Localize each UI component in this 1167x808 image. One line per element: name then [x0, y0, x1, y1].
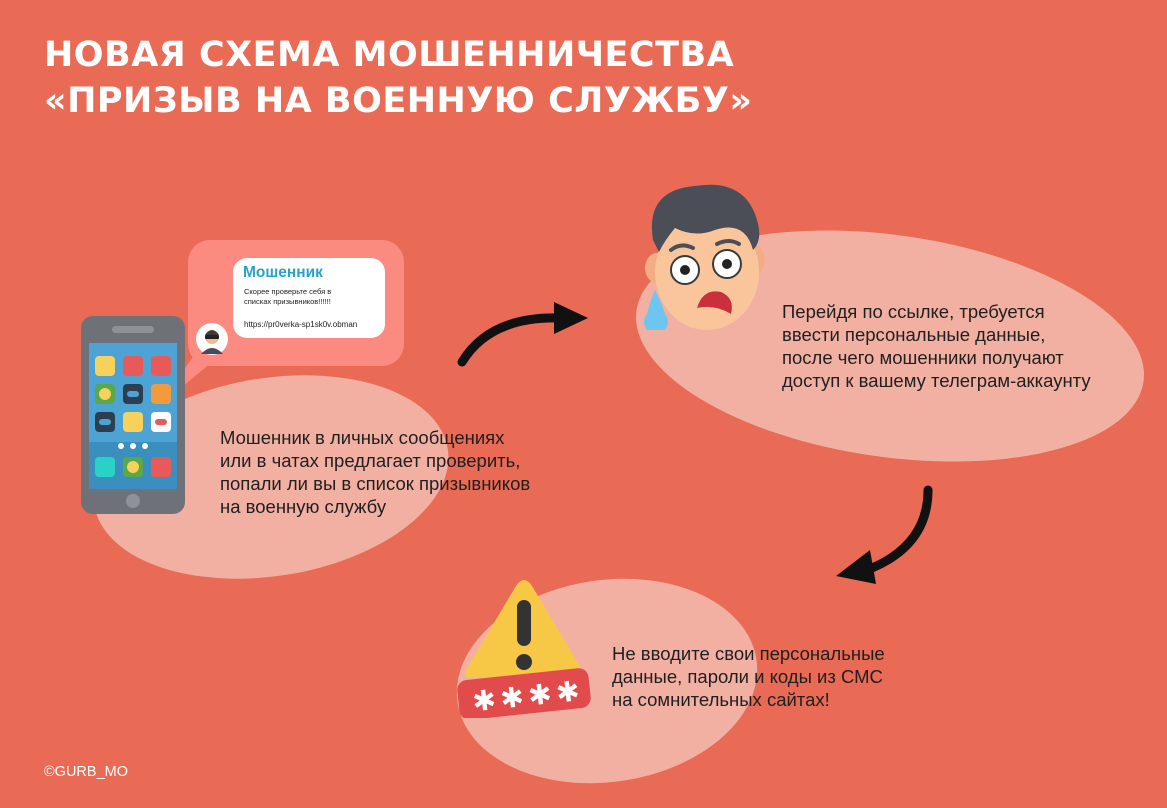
step2-line: Перейдя по ссылке, требуется	[782, 301, 1045, 322]
step2-line: после чего мошенники получают	[782, 347, 1064, 368]
step2-line: доступ к вашему телеграм-аккаунту	[782, 370, 1091, 391]
title-line-1: НОВАЯ СХЕМА МОШЕННИЧЕСТВА	[44, 35, 735, 75]
copyright: ©GURB_MO	[44, 764, 128, 780]
step3-line: на сомнительных сайтах!	[612, 689, 830, 710]
title-line-2: «ПРИЗЫВ НА ВОЕННУЮ СЛУЖБУ»	[44, 81, 753, 121]
step3-line: данные, пароли и коды из СМС	[612, 666, 883, 687]
step1-line: Мошенник в личных сообщениях	[220, 427, 505, 448]
svg-text:✱: ✱	[471, 683, 498, 718]
page-title: НОВАЯ СХЕМА МОШЕННИЧЕСТВА «ПРИЗЫВ НА ВОЕ…	[44, 32, 752, 124]
arrow-icon	[457, 302, 588, 367]
hacker-avatar-icon	[196, 323, 228, 355]
message-card	[233, 258, 385, 338]
password-field-icon: ✱ ✱ ✱ ✱	[457, 668, 591, 718]
step2-text: Перейдя по ссылке, требуется ввести перс…	[782, 300, 1091, 392]
step1-text: Мошенник в личных сообщениях или в чатах…	[220, 426, 530, 518]
svg-text:✱: ✱	[499, 680, 526, 715]
message-link[interactable]: https://pr0verka-sp1sk0v.obman	[244, 320, 358, 329]
step1-line: на военную службу	[220, 496, 387, 517]
step3-line: Не вводите свои персональные	[612, 643, 885, 664]
warning-sign-icon	[464, 580, 584, 678]
message-text-line: списках призывников!!!!!!	[244, 297, 331, 306]
message-text: Скорее проверьте себя в списках призывни…	[244, 287, 331, 307]
step1-line: или в чатах предлагает проверить,	[220, 450, 521, 471]
step1-line: попали ли вы в список призывников	[220, 473, 531, 494]
scared-face-icon	[644, 184, 765, 330]
smartphone-icon	[81, 316, 185, 514]
step3-text: Не вводите свои персональные данные, пар…	[612, 642, 885, 711]
arrow-icon	[836, 485, 933, 584]
message-text-line: Скорее проверьте себя в	[244, 287, 332, 296]
svg-text:✱: ✱	[554, 674, 581, 709]
svg-text:✱: ✱	[527, 677, 554, 712]
message-sender: Мошенник	[243, 264, 323, 281]
step2-line: ввести персональные данные,	[782, 324, 1046, 345]
